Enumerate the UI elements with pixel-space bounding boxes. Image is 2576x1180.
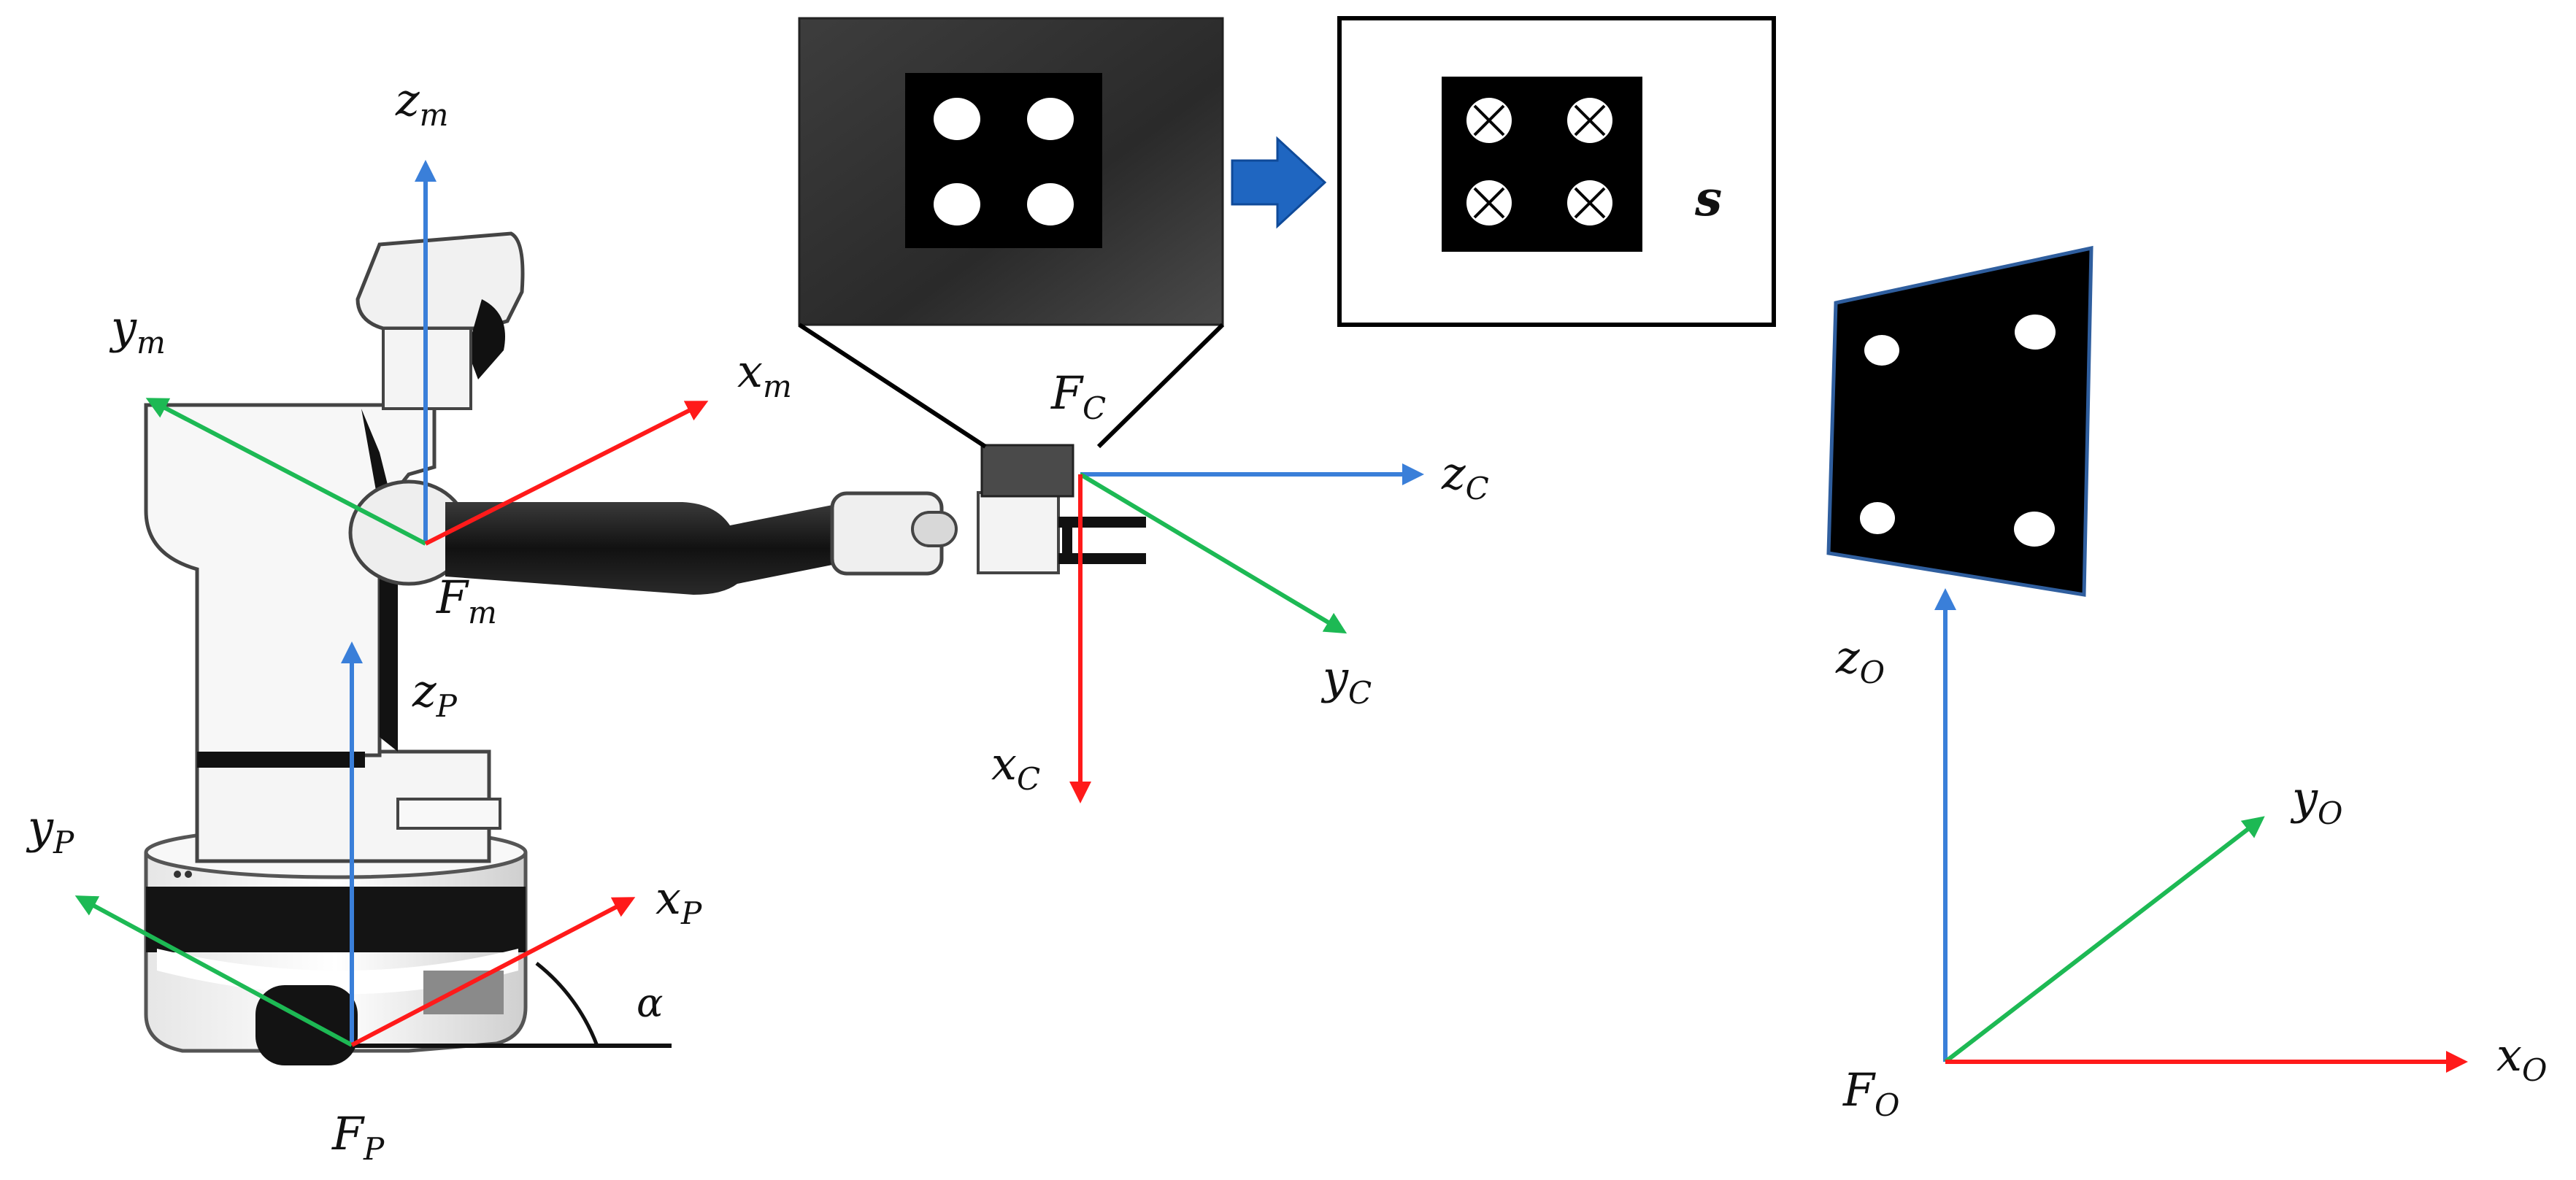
feature-image-icon	[1337, 16, 1776, 327]
label-yo: yO	[2290, 771, 2342, 831]
label-Fc: FC	[1050, 366, 1106, 426]
projection-line-left	[798, 323, 987, 449]
label-Fm: Fm	[436, 571, 497, 631]
label-yp: yP	[26, 801, 74, 860]
label-xo: xO	[2496, 1028, 2547, 1088]
frame-object-axes	[1934, 588, 2468, 1073]
target-dot	[1027, 98, 1074, 140]
feature-point	[1466, 98, 1512, 143]
target-dot	[1860, 502, 1895, 534]
target-dot	[2014, 512, 2055, 547]
robot-head	[355, 231, 525, 410]
target-dot	[934, 98, 980, 140]
label-zo: zO	[1835, 631, 1885, 690]
label-zc: zC	[1441, 447, 1489, 506]
feature-point	[1466, 180, 1512, 225]
robot-camera	[977, 444, 1146, 574]
axis-xm	[424, 401, 709, 546]
feature-point	[1567, 180, 1612, 225]
label-ym: ym	[109, 301, 166, 360]
robot-base	[144, 825, 528, 1065]
axis-yc	[1079, 472, 1347, 634]
frame-camera-axes	[1069, 463, 1424, 803]
feature-point	[1567, 98, 1612, 143]
projection-line-right	[1096, 323, 1225, 449]
frame-manipulator-axes	[145, 160, 709, 546]
frame-platform-axes	[74, 641, 636, 1047]
target-dot	[2015, 315, 2056, 350]
axis-xp	[350, 897, 636, 1047]
axis-yp	[74, 895, 353, 1047]
camera-image-icon	[798, 17, 1224, 326]
label-yc: yC	[1320, 651, 1372, 711]
label-Fp: FP	[331, 1107, 385, 1167]
features-label: s	[1694, 170, 1722, 227]
label-xm: xm	[737, 344, 792, 404]
robot-torso	[144, 403, 501, 863]
target-plate-icon	[1826, 245, 2094, 597]
label-xc: xC	[991, 737, 1040, 797]
target-dot	[1864, 335, 1899, 366]
label-zm: zm	[395, 73, 449, 133]
alpha-label: α	[637, 980, 663, 1026]
axis-ym	[145, 398, 427, 546]
label-xp: xP	[655, 871, 702, 931]
robot-arm-icon	[144, 231, 1146, 1065]
label-Fo: FO	[1842, 1063, 1899, 1123]
target-dot	[1027, 183, 1074, 225]
target-dot	[934, 183, 980, 225]
axis-yo	[1944, 816, 2265, 1064]
label-zp: zP	[412, 664, 458, 724]
angle-alpha	[350, 962, 672, 1048]
arrow-right-icon	[1231, 136, 1327, 229]
